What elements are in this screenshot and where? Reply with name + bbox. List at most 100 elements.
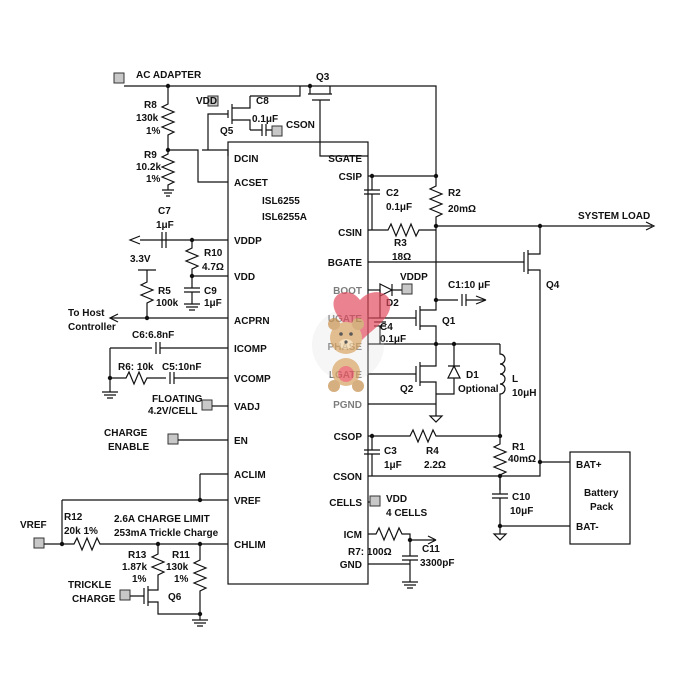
- pin-vdd: VDD: [234, 272, 255, 283]
- pin-icomp: ICOMP: [234, 344, 267, 355]
- csin-wire: [368, 222, 436, 238]
- pin-cson: CSON: [333, 472, 362, 483]
- c10-capacitor: [492, 476, 508, 526]
- charge-limit-label-2: 253mA Trickle Charge: [114, 528, 219, 539]
- ic-name-2: ISL6255A: [262, 212, 307, 223]
- pin-acprn: ACPRN: [234, 316, 270, 327]
- q1-drain-bus: [435, 226, 487, 306]
- ground-comp: [102, 391, 118, 399]
- pin-dcin: DCIN: [234, 154, 258, 165]
- ac-adapter-port: [113, 72, 125, 84]
- l-value: 10μH: [512, 388, 536, 399]
- q2-name: Q2: [400, 384, 414, 395]
- system-load-arrow: [645, 221, 656, 231]
- to-host-label-1: To Host: [68, 308, 105, 319]
- vdd-port-q5: [207, 95, 219, 107]
- vddp-port-d2: [401, 283, 413, 295]
- aclim-wire: [199, 473, 228, 501]
- v33-label: 3.3V: [130, 254, 151, 265]
- c7-capacitor: [161, 232, 167, 248]
- c10-value: 10μF: [510, 506, 533, 517]
- en-port: [167, 433, 179, 445]
- vadj-port: [201, 399, 213, 411]
- q5-name: Q5: [220, 126, 234, 137]
- r1-resistor: [492, 436, 508, 490]
- vref-label: VREF: [20, 520, 47, 531]
- q5-drain: [250, 86, 301, 97]
- pin-csin: CSIN: [338, 228, 362, 239]
- ground-q6: [192, 619, 208, 627]
- r11-resistor: [192, 544, 208, 620]
- pin-acset: ACSET: [234, 178, 268, 189]
- pin-aclim: ACLIM: [234, 470, 266, 481]
- q1-transistor: [415, 300, 437, 344]
- r2-resistor: [428, 156, 444, 226]
- trickle-label-2: CHARGE: [72, 594, 116, 605]
- q2-transistor: [415, 344, 437, 410]
- c9-name: C9: [204, 286, 217, 297]
- charge-enable-label-1: CHARGE: [104, 428, 148, 439]
- r10-resistor: [184, 240, 228, 277]
- r11-value: 130k: [166, 562, 189, 573]
- r5-name: R5: [158, 286, 171, 297]
- c7-value: 1μF: [156, 220, 174, 231]
- l-name: L: [512, 374, 518, 385]
- acset-wire: [168, 149, 228, 183]
- r13-tol: 1%: [132, 574, 147, 585]
- q5-transistor: [227, 96, 251, 130]
- heart-icon: [333, 292, 391, 340]
- r3-name: R3: [394, 238, 407, 249]
- r13-name: R13: [128, 550, 147, 561]
- pin-csip: CSIP: [339, 172, 363, 183]
- d1-diode: [436, 344, 461, 395]
- ground-c10: [492, 526, 508, 541]
- icomp-wire: [110, 342, 228, 354]
- to-host-label-2: Controller: [68, 322, 116, 333]
- q6-transistor: [130, 584, 200, 615]
- pin-boot: BOOT: [333, 286, 362, 297]
- pin-en: EN: [234, 436, 248, 447]
- c2-capacitor: [364, 176, 380, 230]
- c9-capacitor: [184, 276, 200, 304]
- r2-value: 20mΩ: [448, 204, 476, 215]
- cells-vdd-label: VDD: [386, 494, 407, 505]
- r13-value: 1.87k: [122, 562, 147, 573]
- floating-label-2: 4.2V/CELL: [148, 406, 197, 417]
- r5-value: 100k: [156, 298, 179, 309]
- ground-r9: [162, 189, 174, 197]
- vddp-label-d2: VDDP: [400, 272, 428, 283]
- cells-count-label: 4 CELLS: [386, 508, 427, 519]
- r6-label: R6: 10k: [118, 362, 154, 373]
- c3-capacitor: [364, 436, 380, 476]
- r8-tol: 1%: [146, 126, 161, 137]
- c1-name: C1:10 μF: [448, 280, 490, 291]
- vcomp-wire: [110, 370, 228, 386]
- r3-value: 18Ω: [392, 252, 411, 263]
- junction-vref: [197, 497, 203, 503]
- trickle-label-1: TRICKLE: [68, 580, 112, 591]
- dcin-wire: [202, 113, 228, 151]
- pin-icm: ICM: [344, 530, 362, 541]
- ground-c11: [402, 576, 418, 589]
- c7-name: C7: [158, 206, 171, 217]
- d1-name: D1: [466, 370, 479, 381]
- d2-name: D2: [386, 298, 399, 309]
- c2-value: 0.1μF: [386, 202, 412, 213]
- d1-note: Optional: [458, 384, 499, 395]
- r1-name: R1: [512, 442, 525, 453]
- r9-resistor: [160, 150, 176, 190]
- q5-source-cap: [250, 124, 278, 136]
- c11-value: 3300pF: [420, 558, 454, 569]
- q3-gate: [319, 110, 368, 157]
- c10-name: C10: [512, 492, 531, 503]
- q1-name: Q1: [442, 316, 456, 327]
- r8-name: R8: [144, 100, 157, 111]
- q6-name: Q6: [168, 592, 182, 603]
- c5-label: C5:10nF: [162, 362, 201, 373]
- pin-sgate: SGATE: [328, 154, 362, 165]
- r1-value: 40mΩ: [508, 454, 536, 465]
- cson-port-top: [271, 125, 283, 137]
- inductor-l: [499, 344, 506, 434]
- pin-gnd: GND: [340, 560, 362, 571]
